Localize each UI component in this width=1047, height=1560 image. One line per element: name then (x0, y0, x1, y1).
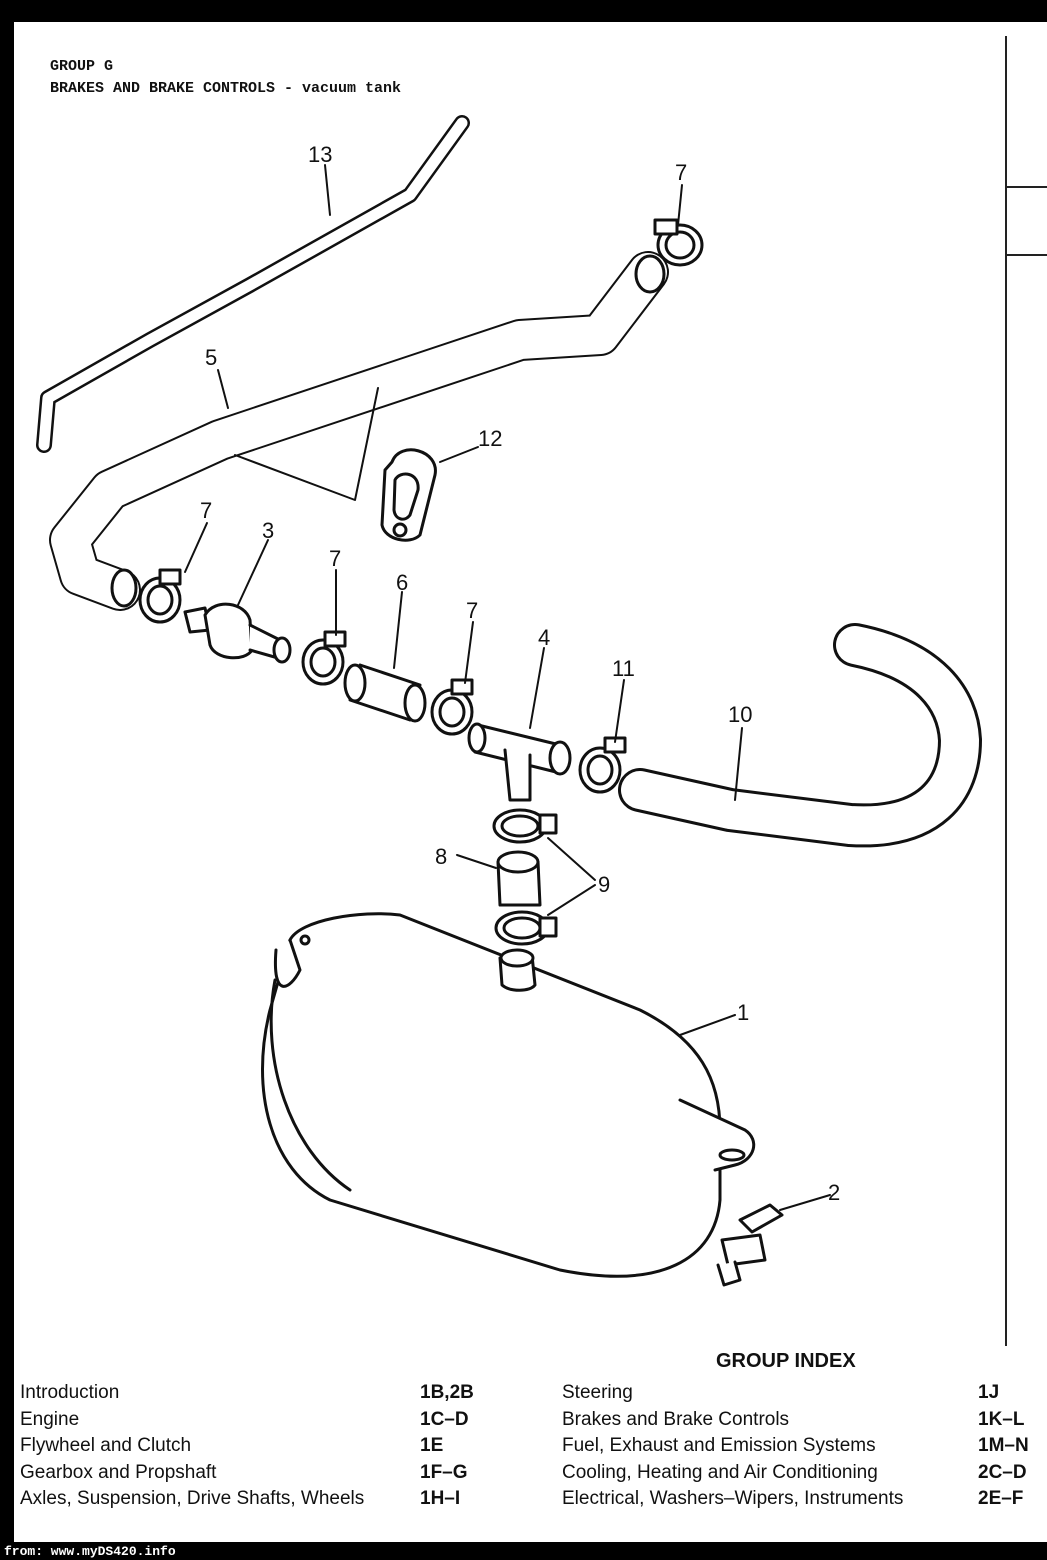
callout-12: 12 (478, 426, 502, 451)
callout-7: 7 (466, 598, 478, 623)
callout-7: 7 (200, 498, 212, 523)
source-footer: from: www.myDS420.info (4, 1544, 176, 1559)
part-3-valve (183, 602, 292, 664)
callout-13: 13 (308, 142, 332, 167)
part-11-clip (578, 736, 627, 794)
index-entry[interactable]: Axles, Suspension, Drive Shafts, Wheels (20, 1488, 365, 1509)
index-right-names: Steering Brakes and Brake Controls Fuel,… (562, 1380, 903, 1513)
callout-6: 6 (396, 570, 408, 595)
index-right-codes: 1J 1K–L 1M–N 2C–D 2E–F (978, 1380, 1044, 1513)
margin-rule (1005, 36, 1047, 1346)
index-entry[interactable]: Introduction (20, 1382, 120, 1403)
callout-7: 7 (329, 546, 341, 571)
index-entry[interactable]: Fuel, Exhaust and Emission Systems (562, 1435, 876, 1456)
part-9-clip-upper (492, 808, 558, 844)
leader-lines (184, 164, 831, 1211)
callout-4: 4 (538, 625, 550, 650)
part-2-stud (716, 1203, 784, 1287)
index-code[interactable]: 1B,2B (420, 1382, 474, 1403)
callout-1: 1 (737, 1000, 749, 1025)
page-title: BRAKES AND BRAKE CONTROLS - vacuum tank (50, 80, 402, 97)
index-code[interactable]: 1E (420, 1435, 444, 1456)
part-13-pipe (36, 115, 470, 453)
part-4-t-piece (467, 722, 572, 802)
margin-tick (1007, 186, 1047, 188)
index-code[interactable]: 1K–L (978, 1408, 1025, 1430)
callout-10: 10 (728, 702, 752, 727)
hose-clip-7-a (138, 568, 182, 624)
index-entry[interactable]: Steering (562, 1382, 633, 1403)
group-label: GROUP G (50, 58, 114, 75)
index-entry[interactable]: Cooling, Heating and Air Conditioning (562, 1461, 878, 1483)
leader-line (234, 387, 379, 501)
part-9-clip-lower (494, 910, 558, 946)
index-entry[interactable]: Gearbox and Propshaft (20, 1461, 217, 1483)
part-5-hose (49, 251, 669, 611)
index-entry[interactable]: Engine (20, 1408, 80, 1430)
index-left-codes: 1B,2B 1C–D 1E 1F–G 1H–I (420, 1380, 474, 1513)
index-entry[interactable]: Brakes and Brake Controls (562, 1408, 790, 1430)
index-code[interactable]: 1C–D (420, 1408, 469, 1430)
index-code[interactable]: 1F–G (420, 1461, 468, 1483)
hose-clip-7-b (301, 630, 347, 686)
callout-3: 3 (262, 518, 274, 543)
part-12-clip (380, 448, 437, 542)
hose-clip-7-c (430, 678, 474, 736)
callout-9: 9 (598, 872, 610, 897)
hose-clip-7-top (653, 218, 704, 267)
index-entry[interactable]: Electrical, Washers–Wipers, Instruments (562, 1488, 904, 1509)
callout-2: 2 (828, 1180, 840, 1205)
index-entry[interactable]: Flywheel and Clutch (20, 1435, 192, 1456)
part-1-vacuum-tank (261, 912, 756, 1278)
part-10-hose (618, 623, 982, 848)
part-8-tube (496, 850, 542, 907)
index-code[interactable]: 2C–D (978, 1461, 1027, 1483)
exploded-parts-diagram: 13 7 5 12 7 3 7 6 7 4 11 10 8 9 1 2 (36, 115, 982, 1287)
index-code[interactable]: 1J (978, 1382, 1000, 1403)
group-index-title: GROUP INDEX (716, 1350, 856, 1372)
index-left-names: Introduction Engine Flywheel and Clutch … (20, 1380, 364, 1513)
callout-8: 8 (435, 844, 447, 869)
index-code[interactable]: 1M–N (978, 1435, 1029, 1456)
part-6-tube (343, 663, 427, 723)
callout-5: 5 (205, 345, 217, 370)
index-code[interactable]: 1H–I (420, 1488, 461, 1509)
callout-11: 11 (612, 656, 635, 681)
callout-7: 7 (675, 160, 687, 185)
index-code[interactable]: 2E–F (978, 1488, 1024, 1509)
margin-tick (1007, 254, 1047, 256)
page-header: GROUP G BRAKES AND BRAKE CONTROLS - vacu… (50, 56, 401, 100)
